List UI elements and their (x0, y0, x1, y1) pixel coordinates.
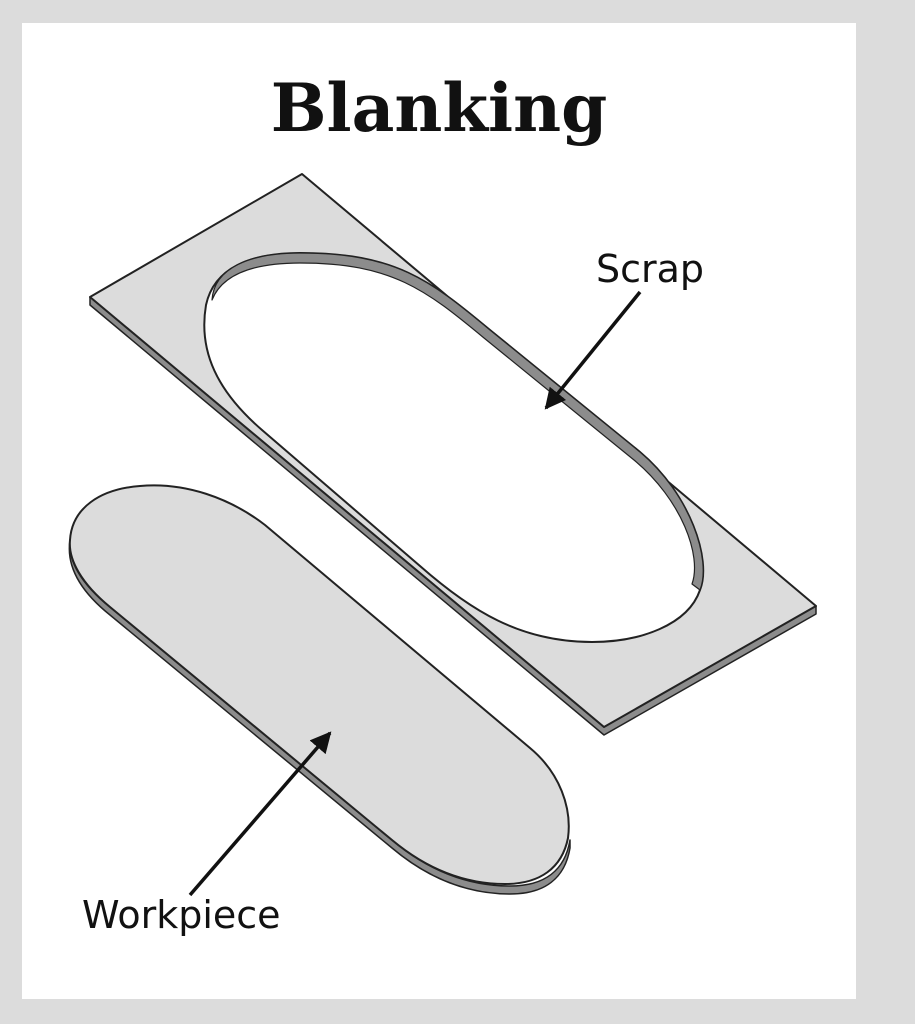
scrap-strip (89, 173, 817, 736)
workpiece-blank (68, 484, 571, 895)
scrap-label: Scrap (596, 247, 704, 291)
diagram-title: Blanking (270, 69, 608, 147)
scrap-callout: Scrap (544, 247, 704, 410)
workpiece-top-face (68, 484, 570, 885)
workpiece-callout: Workpiece (82, 731, 332, 937)
workpiece-arrow (188, 731, 332, 897)
scrap-hole-inner-wall (211, 252, 704, 591)
scrap-arrow (544, 290, 642, 410)
workpiece-label: Workpiece (82, 893, 281, 937)
